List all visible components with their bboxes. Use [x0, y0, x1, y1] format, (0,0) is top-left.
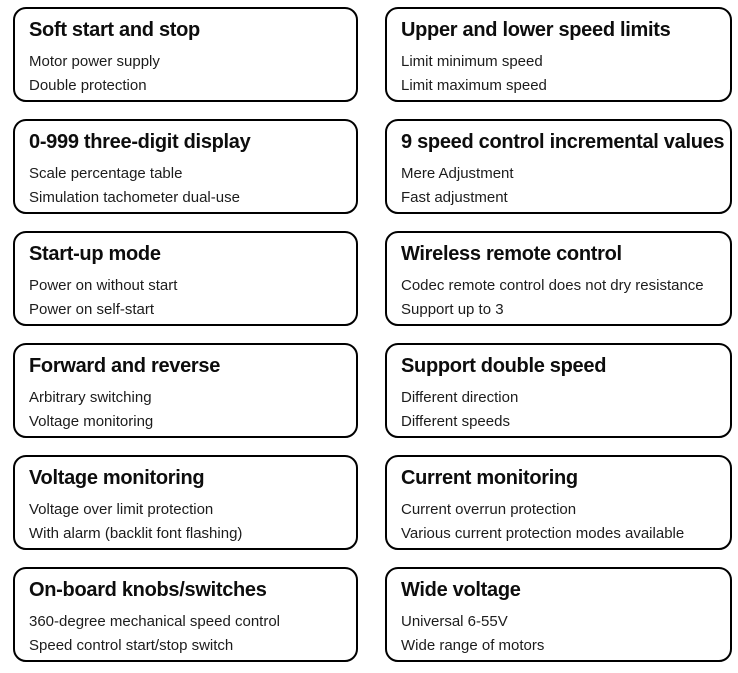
- card-subtitle-2: Speed control start/stop switch: [29, 637, 234, 654]
- card-subtitle-1: Mere Adjustment: [401, 165, 514, 182]
- card-subtitle-1: Universal 6-55V: [401, 613, 508, 630]
- feature-card-soft-start-and-stop: Soft start and stop Motor power supply D…: [13, 7, 358, 102]
- card-subtitle-2: Voltage monitoring: [29, 413, 154, 430]
- card-subtitle-2: Limit maximum speed: [401, 77, 547, 94]
- card-title: Forward and reverse: [29, 355, 221, 377]
- card-subtitle-1: Limit minimum speed: [401, 53, 543, 70]
- feature-card-forward-and-reverse: Forward and reverse Arbitrary switching …: [13, 343, 358, 438]
- feature-card-9-speed-increments: 9 speed control incremental values Mere …: [385, 119, 732, 214]
- card-subtitle-2: Double protection: [29, 77, 147, 94]
- card-subtitle-1: Current overrun protection: [401, 501, 577, 518]
- feature-card-upper-and-lower-speed-limits: Upper and lower speed limits Limit minim…: [385, 7, 732, 102]
- card-subtitle-1: Motor power supply: [29, 53, 160, 70]
- card-title: Start-up mode: [29, 243, 161, 265]
- card-title: Soft start and stop: [29, 19, 200, 41]
- card-title: Current monitoring: [401, 467, 578, 489]
- feature-card-support-double-speed: Support double speed Different direction…: [385, 343, 732, 438]
- card-subtitle-2: Various current protection modes availab…: [401, 525, 685, 542]
- card-subtitle-1: Arbitrary switching: [29, 389, 152, 406]
- card-subtitle-2: Simulation tachometer dual-use: [29, 189, 240, 206]
- feature-card-wide-voltage: Wide voltage Universal 6-55V Wide range …: [385, 567, 732, 662]
- card-title: Voltage monitoring: [29, 467, 205, 489]
- card-subtitle-2: Different speeds: [401, 413, 510, 430]
- card-title: 9 speed control incremental values: [401, 131, 725, 153]
- card-subtitle-2: Wide range of motors: [401, 637, 545, 654]
- card-subtitle-2: Fast adjustment: [401, 189, 508, 206]
- card-subtitle-1: 360-degree mechanical speed control: [29, 613, 280, 630]
- card-subtitle-2: Power on self-start: [29, 301, 155, 318]
- card-title: Wireless remote control: [401, 243, 622, 265]
- card-title: Support double speed: [401, 355, 607, 377]
- feature-card-start-up-mode: Start-up mode Power on without start Pow…: [13, 231, 358, 326]
- card-title: On-board knobs/switches: [29, 579, 267, 601]
- card-subtitle-1: Codec remote control does not dry resist…: [401, 277, 704, 294]
- feature-card-wireless-remote-control: Wireless remote control Codec remote con…: [385, 231, 732, 326]
- feature-card-on-board-knobs-switches: On-board knobs/switches 360-degree mecha…: [13, 567, 358, 662]
- feature-card-three-digit-display: 0-999 three-digit display Scale percenta…: [13, 119, 358, 214]
- card-subtitle-1: Different direction: [401, 389, 519, 406]
- card-title: Wide voltage: [401, 579, 521, 601]
- card-subtitle-2: With alarm (backlit font flashing): [29, 525, 243, 542]
- card-subtitle-1: Voltage over limit protection: [29, 501, 214, 518]
- card-subtitle-2: Support up to 3: [401, 301, 504, 318]
- card-title: Upper and lower speed limits: [401, 19, 671, 41]
- card-subtitle-1: Scale percentage table: [29, 165, 183, 182]
- feature-card-current-monitoring: Current monitoring Current overrun prote…: [385, 455, 732, 550]
- feature-card-voltage-monitoring: Voltage monitoring Voltage over limit pr…: [13, 455, 358, 550]
- card-subtitle-1: Power on without start: [29, 277, 178, 294]
- card-title: 0-999 three-digit display: [29, 131, 251, 153]
